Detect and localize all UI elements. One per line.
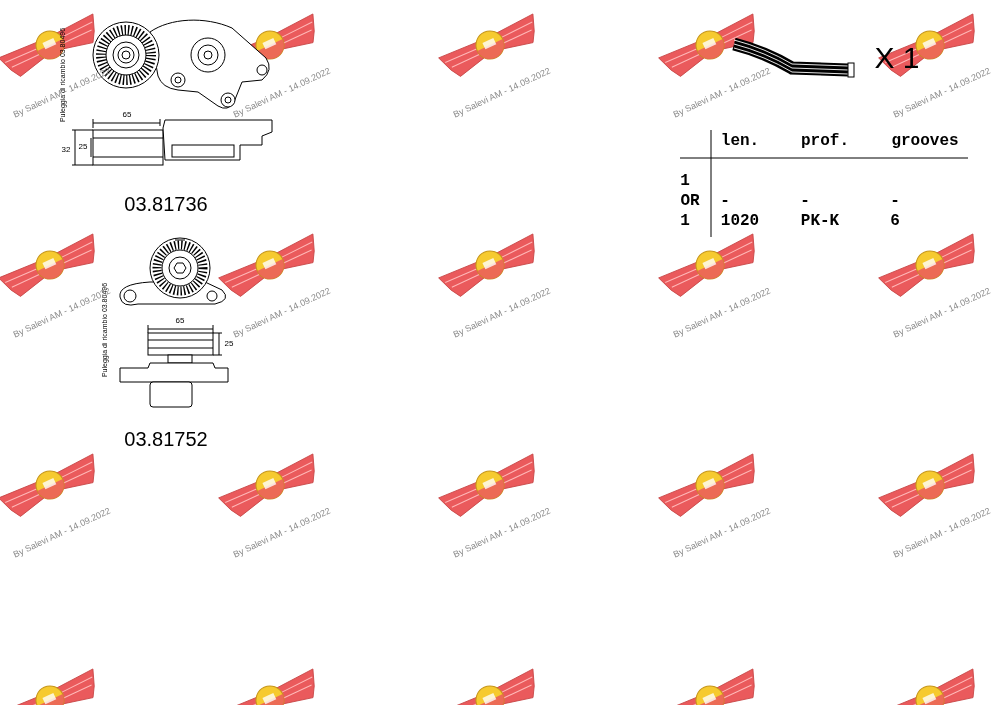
belt-drawing <box>734 40 854 77</box>
watermark: By Salevi AM - 14.09.2022 <box>672 287 772 340</box>
table-cell: PK-K <box>801 213 839 229</box>
dimension-label: 65 <box>176 317 185 325</box>
dimension-label: 32 <box>62 146 71 154</box>
table-cell: 1 <box>680 173 690 189</box>
watermark: By Salevi AM - 14.09.2022 <box>892 507 992 560</box>
table-cell: - <box>890 193 900 209</box>
table-cell: - <box>720 193 730 209</box>
watermark-logos <box>0 10 984 705</box>
tensioner-side-view <box>72 119 272 165</box>
dimension-label: 65 <box>123 111 132 119</box>
watermark: By Salevi AM - 14.09.2022 <box>12 287 112 340</box>
watermark: By Salevi AM - 14.09.2022 <box>892 67 992 120</box>
table-rules <box>680 130 968 237</box>
watermark: By Salevi AM - 14.09.2022 <box>452 287 552 340</box>
watermark: By Salevi AM - 14.09.2022 <box>232 287 332 340</box>
table-cell: - <box>800 193 810 209</box>
tensioner-drawing <box>93 20 269 108</box>
watermark: By Salevi AM - 14.09.2022 <box>232 507 332 560</box>
watermark: By Salevi AM - 14.09.2022 <box>672 507 772 560</box>
part-number: 03.81752 <box>124 429 207 449</box>
watermark: By Salevi AM - 14.09.2022 <box>12 507 112 560</box>
table-header: prof. <box>801 133 849 149</box>
quantity-label: X 1 <box>874 43 919 73</box>
table-cell: 1 <box>680 213 690 229</box>
dimension-label: 25 <box>79 143 88 151</box>
tensioner-drawing <box>120 238 226 305</box>
watermark: By Salevi AM - 14.09.2022 <box>892 287 992 340</box>
table-cell: 6 <box>890 213 900 229</box>
table-cell: 1020 <box>721 213 759 229</box>
part-number: 03.81736 <box>124 194 207 214</box>
watermark: By Salevi AM - 14.09.2022 <box>452 67 552 120</box>
spare-part-note: Puleggia di ricambio 03.80496 <box>59 28 66 122</box>
watermark: By Salevi AM - 14.09.2022 <box>672 67 772 120</box>
table-header: grooves <box>891 133 958 149</box>
watermark: By Salevi AM - 14.09.2022 <box>452 507 552 560</box>
tensioner-side-view <box>120 325 228 407</box>
dimension-label: 25 <box>225 340 234 348</box>
table-header: len. <box>721 133 759 149</box>
table-cell: OR <box>680 193 699 209</box>
